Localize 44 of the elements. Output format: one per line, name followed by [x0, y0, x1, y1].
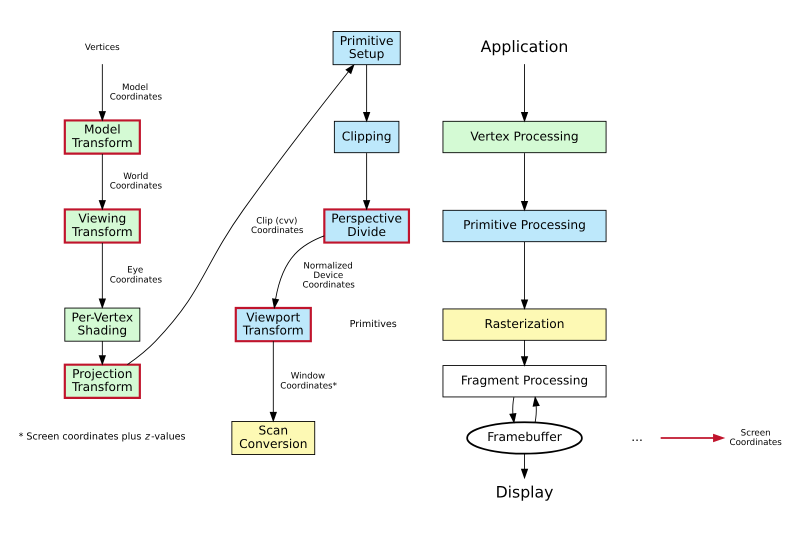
arrow	[509, 396, 516, 424]
edge-label: Window Coordinates*	[280, 371, 337, 391]
arrow	[98, 340, 106, 366]
arrow	[362, 64, 370, 122]
node-box: Per-Vertex Shading	[64, 307, 140, 342]
edge-label: Clip (cvv) Coordinates	[251, 216, 304, 236]
node-box: Viewing Transform	[64, 208, 141, 244]
node-text: Display	[496, 482, 554, 502]
arrow	[272, 234, 325, 309]
arrow	[532, 395, 540, 422]
node-box: Viewport Transform	[234, 306, 312, 342]
label: * Screen coordinates plus z-values	[18, 431, 186, 442]
arrow	[520, 63, 528, 122]
node-text: Screen Coordinates	[730, 428, 782, 448]
edge-label: Eye Coordinates	[110, 265, 162, 285]
edge-label: Model Coordinates	[110, 82, 162, 102]
arrow	[660, 433, 726, 442]
node-box: Fragment Processing	[442, 364, 607, 397]
arrow	[520, 452, 528, 479]
arrow	[98, 242, 106, 309]
arrow	[126, 63, 355, 365]
arrow	[270, 340, 277, 422]
node-text: Vertices	[84, 42, 120, 53]
node-box: Vertex Processing	[442, 120, 607, 153]
node-text: Application	[480, 36, 568, 56]
node-box: Rasterization	[442, 308, 607, 340]
arrow	[98, 63, 106, 122]
arrow	[362, 152, 370, 210]
arrow	[520, 241, 528, 310]
node-ellipse: Framebuffer	[466, 420, 583, 454]
node-box: Perspective Divide	[323, 208, 410, 244]
label: Primitives	[350, 318, 397, 330]
edge-label: World Coordinates	[110, 171, 162, 192]
node-text: ...	[631, 430, 643, 444]
node-box: Scan Conversion	[231, 420, 316, 454]
node-box: Primitive Setup	[332, 30, 401, 65]
arrow	[520, 340, 528, 366]
node-box: Model Transform	[64, 118, 141, 154]
arrow	[98, 152, 106, 210]
node-box: Projection Transform	[64, 363, 141, 398]
node-box: Clipping	[334, 120, 400, 153]
edge-label: Normalized Device Coordinates	[302, 260, 355, 290]
node-box: Primitive Processing	[442, 209, 607, 242]
arrow	[520, 152, 528, 211]
